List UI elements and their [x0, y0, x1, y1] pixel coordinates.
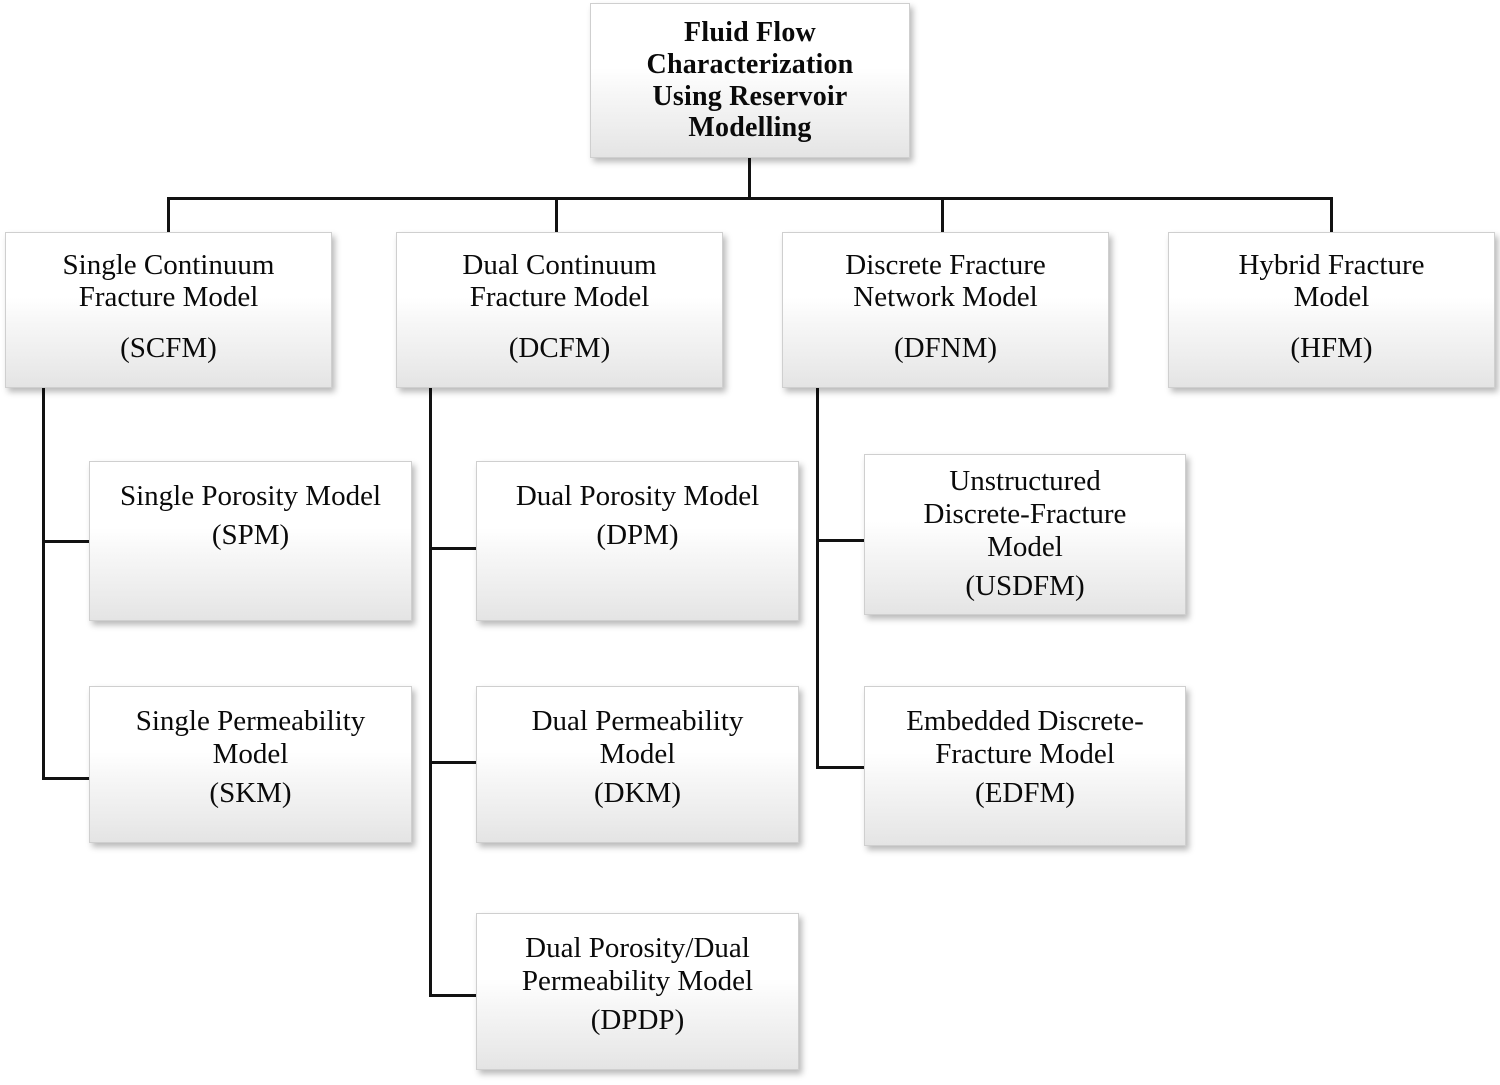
node-hfm-title: Hybrid Fracture Model [1169, 233, 1494, 314]
node-edfm[interactable]: Embedded Discrete- Fracture Model (EDFM) [864, 686, 1186, 846]
connector-root-stem [748, 158, 751, 200]
node-root-title: Fluid Flow Characterization Using Reserv… [591, 17, 909, 145]
connector-trunk-dcfm [429, 388, 432, 997]
node-dfnm-title-line-2: Network Model [853, 281, 1038, 314]
node-edfm-title: Embedded Discrete- Fracture Model [865, 687, 1185, 771]
node-dpdp-title: Dual Porosity/Dual Permeability Model [477, 914, 798, 998]
connector-drop-dfnm [941, 197, 944, 233]
node-scfm-title: Single Continuum Fracture Model [6, 233, 331, 314]
node-scfm-title-line-1: Single Continuum [62, 249, 275, 281]
node-edfm-title-line-1: Embedded Discrete- [906, 705, 1144, 737]
connector-branch-dcfm-dpdp [429, 994, 479, 997]
connector-branch-dcfm-dpm [429, 547, 479, 550]
node-dfnm-title: Discrete Fracture Network Model [783, 233, 1108, 314]
node-root-title-line-2: Characterization [646, 48, 854, 80]
node-dpm-title: Dual Porosity Model [477, 462, 798, 513]
node-scfm-title-line-2: Fracture Model [78, 281, 259, 314]
node-dcfm-acronym: (DCFM) [508, 331, 611, 364]
connector-branch-dcfm-dkm [429, 761, 479, 764]
node-spm[interactable]: Single Porosity Model (SPM) [89, 461, 412, 621]
connector-branch-scfm-skm [42, 777, 92, 780]
node-dpdp-title-line-1: Dual Porosity/Dual [525, 932, 750, 964]
connector-trunk-scfm [42, 388, 45, 780]
node-dkm[interactable]: Dual Permeability Model (DKM) [476, 686, 799, 843]
node-skm[interactable]: Single Permeability Model (SKM) [89, 686, 412, 843]
connector-drop-scfm [167, 197, 170, 233]
node-edfm-acronym: (EDFM) [975, 777, 1075, 810]
node-dkm-title-line-1: Dual Permeability [531, 705, 744, 737]
node-hfm-title-line-2: Model [1293, 281, 1370, 314]
node-scfm[interactable]: Single Continuum Fracture Model (SCFM) [5, 232, 332, 388]
node-dpm[interactable]: Dual Porosity Model (DPM) [476, 461, 799, 621]
node-skm-title-line-1: Single Permeability [135, 705, 366, 737]
node-spm-title-line-1: Single Porosity Model [119, 480, 381, 512]
node-dpm-acronym: (DPM) [596, 519, 679, 552]
node-dpdp-acronym: (DPDP) [590, 1004, 685, 1037]
node-dcfm-title: Dual Continuum Fracture Model [397, 233, 722, 314]
node-dpdp[interactable]: Dual Porosity/Dual Permeability Model (D… [476, 913, 799, 1070]
connector-drop-hfm [1330, 197, 1333, 233]
node-dcfm-title-line-1: Dual Continuum [462, 249, 657, 281]
node-root-title-line-4: Modelling [688, 112, 812, 144]
node-edfm-title-line-2: Fracture Model [935, 738, 1115, 771]
node-dcfm-title-line-2: Fracture Model [469, 281, 650, 314]
node-dpdp-title-line-2: Permeability Model [521, 965, 754, 998]
node-dkm-title-line-2: Model [599, 738, 676, 771]
connector-branch-scfm-spm [42, 540, 92, 543]
node-dfnm[interactable]: Discrete Fracture Network Model (DFNM) [782, 232, 1109, 388]
connector-branch-dfnm-usdfm [816, 539, 868, 542]
node-root-title-line-3: Using Reservoir [652, 80, 848, 112]
node-dfnm-acronym: (DFNM) [893, 331, 998, 364]
node-usdfm-acronym: (USDFM) [965, 570, 1085, 603]
node-usdfm-title: Unstructured Discrete-Fracture Model [865, 455, 1185, 564]
node-usdfm-title-line-3: Model [987, 531, 1063, 564]
node-usdfm[interactable]: Unstructured Discrete-Fracture Model (US… [864, 454, 1186, 615]
node-usdfm-title-line-1: Unstructured [949, 465, 1101, 497]
node-dpm-title-line-1: Dual Porosity Model [515, 480, 760, 512]
node-hfm-title-line-1: Hybrid Fracture [1238, 249, 1425, 281]
node-spm-acronym: (SPM) [211, 519, 290, 552]
node-hfm-acronym: (HFM) [1290, 331, 1373, 364]
node-skm-title-line-2: Model [212, 738, 289, 771]
node-hfm[interactable]: Hybrid Fracture Model (HFM) [1168, 232, 1495, 388]
node-usdfm-title-line-2: Discrete-Fracture [923, 498, 1127, 531]
node-skm-acronym: (SKM) [209, 777, 292, 810]
connector-trunk-dfnm [816, 388, 819, 769]
node-spm-title: Single Porosity Model [90, 462, 411, 513]
connector-drop-dcfm [555, 197, 558, 233]
node-dcfm[interactable]: Dual Continuum Fracture Model (DCFM) [396, 232, 723, 388]
connector-branch-dfnm-edfm [816, 766, 868, 769]
node-dkm-title: Dual Permeability Model [477, 687, 798, 771]
node-root[interactable]: Fluid Flow Characterization Using Reserv… [590, 3, 910, 158]
node-scfm-acronym: (SCFM) [120, 331, 217, 364]
connector-level2-bus [167, 197, 1332, 200]
node-dfnm-title-line-1: Discrete Fracture [845, 249, 1046, 281]
node-dkm-acronym: (DKM) [594, 777, 681, 810]
node-skm-title: Single Permeability Model [90, 687, 411, 771]
node-root-title-line-1: Fluid Flow [684, 16, 816, 48]
